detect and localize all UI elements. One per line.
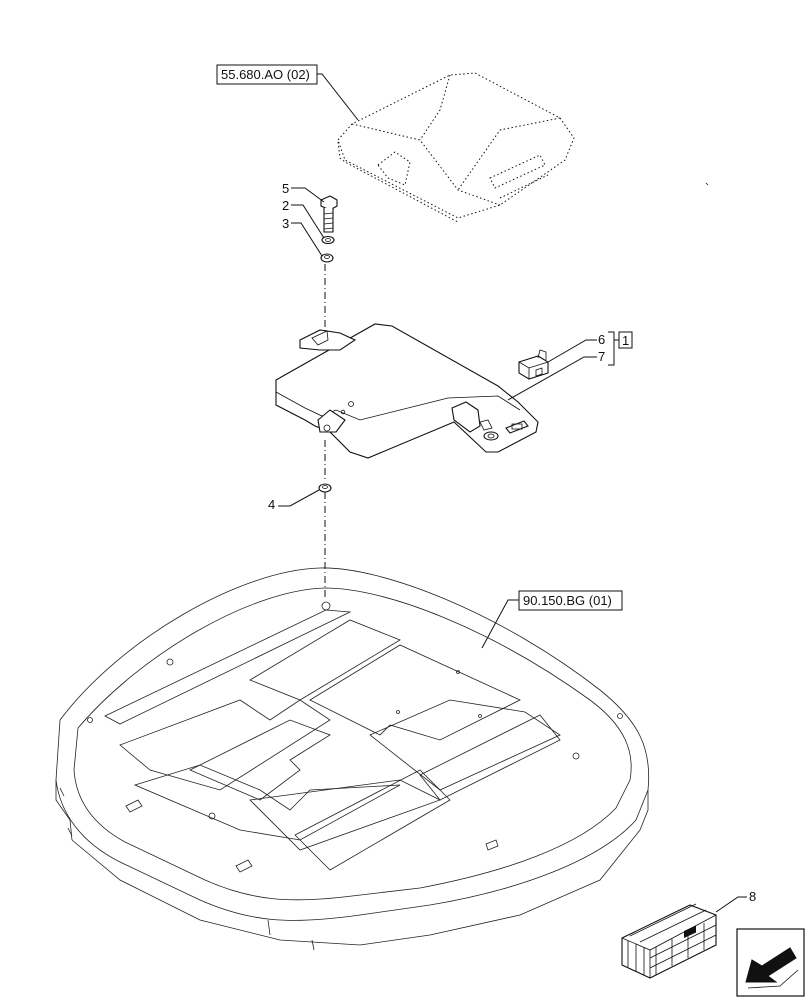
reference-lower-label: 90.150.BG (01) <box>523 593 612 608</box>
kit-frame <box>618 331 633 349</box>
reference-upper-label: 55.680.AO (02) <box>221 67 310 82</box>
callout-kit-1: 1 <box>622 333 629 348</box>
leader-7 <box>507 356 597 401</box>
leader-4 <box>278 489 320 507</box>
housing-phantom <box>337 72 575 223</box>
mounting-bracket <box>275 323 539 459</box>
washer-2 <box>321 235 335 245</box>
nav-arrow-shadow <box>747 969 799 989</box>
nav-arrow-shape <box>745 947 797 983</box>
speck <box>705 182 709 186</box>
callout-8: 8 <box>749 889 756 904</box>
leader-reference-lower <box>481 599 519 649</box>
callout-4: 4 <box>268 497 275 512</box>
leader-8 <box>715 896 747 913</box>
leader-2 <box>291 204 325 239</box>
bolt-5 <box>320 195 338 233</box>
callout-2: 2 <box>282 198 289 213</box>
crate-icon <box>621 903 717 979</box>
crate-label <box>684 925 696 939</box>
callout-3: 3 <box>282 216 289 231</box>
roof-panel <box>55 567 650 951</box>
washer-4 <box>318 483 332 493</box>
kit-bracket <box>608 331 615 366</box>
reference-upper[interactable]: 55.680.AO (02) <box>216 64 318 85</box>
callout-7: 7 <box>598 349 605 364</box>
kit-reference: 1 <box>618 331 633 349</box>
leader-reference-upper <box>317 73 359 121</box>
arrow-down-left-icon[interactable] <box>736 928 805 997</box>
leader-5 <box>291 187 325 203</box>
connector-6 <box>518 349 549 380</box>
reference-lower[interactable]: 90.150.BG (01) <box>518 590 623 611</box>
leader-3 <box>291 222 323 257</box>
washer-3 <box>320 253 334 263</box>
leader-6 <box>547 339 597 363</box>
callout-6: 6 <box>598 332 605 347</box>
callout-5: 5 <box>282 181 289 196</box>
